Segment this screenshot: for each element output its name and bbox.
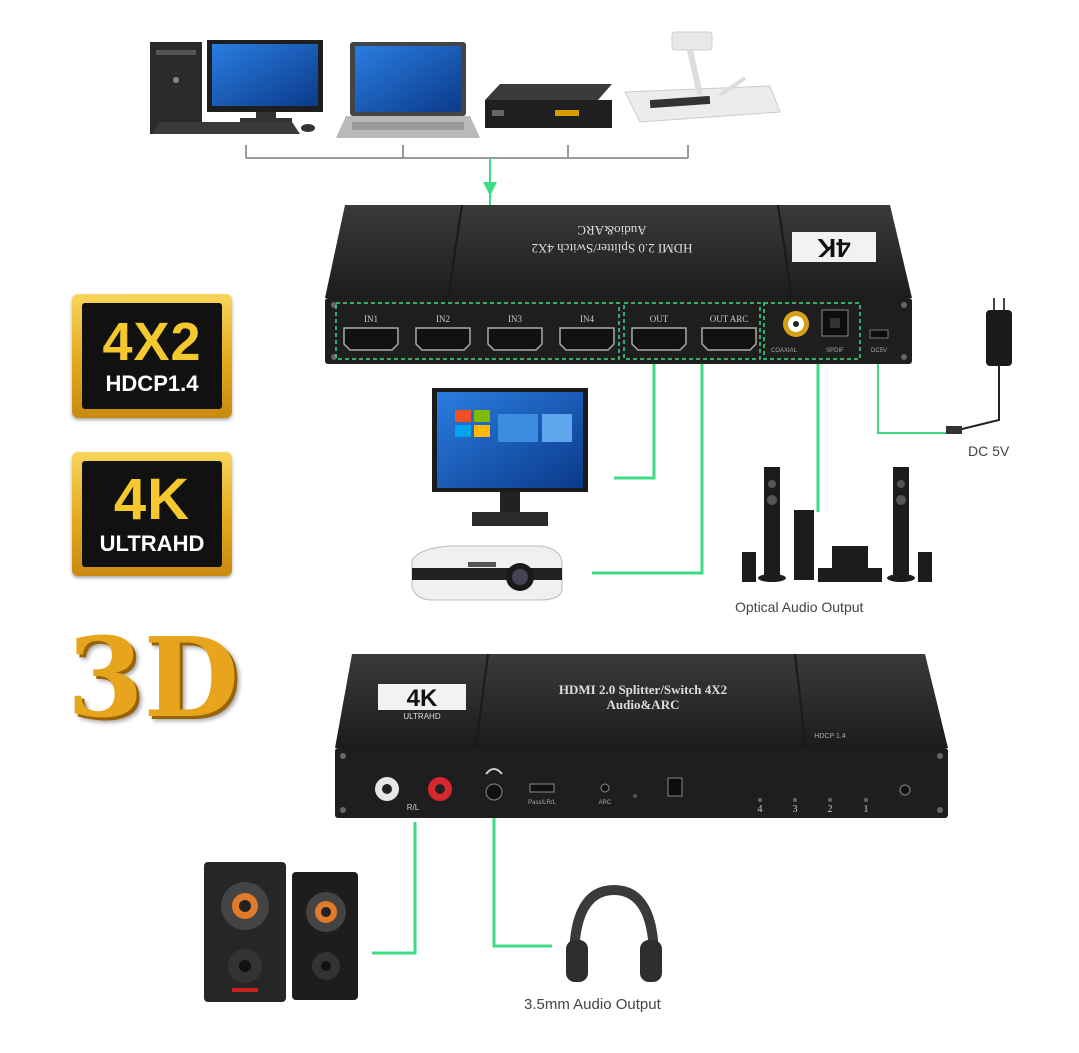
optical-caption: Optical Audio Output: [735, 599, 864, 615]
optical-port-icon: SPDIF: [821, 309, 849, 354]
bottom-logo-text: 4K: [407, 685, 438, 712]
top-logo-text: 4K: [817, 233, 850, 263]
port-label-in3: IN3: [508, 314, 522, 324]
desktop-speakers-icon: [204, 862, 358, 1002]
badge-4k-sub: ULTRAHD: [99, 531, 205, 556]
led-4: 4: [758, 804, 763, 815]
bottom-logo-sub: ULTRAHD: [403, 712, 440, 721]
badge-4x2-hdcp: 4X2 HDCP1.4: [72, 294, 232, 418]
connection-lines: [372, 364, 946, 955]
badge-4x2-main: 4X2: [102, 312, 202, 372]
badge-3d: 3D: [67, 608, 239, 748]
set-top-box-icon: [485, 84, 612, 128]
power-adapter-icon: [946, 298, 1012, 434]
badge-4k-main: 4K: [113, 467, 191, 532]
led-3: 3: [793, 804, 798, 815]
badge-4k-ultrahd: 4K ULTRAHD: [72, 452, 232, 576]
surround-speaker-system-icon: [742, 467, 932, 582]
desktop-pc-icon: [150, 40, 323, 134]
pass-label: Pass/LR/L: [528, 800, 556, 806]
headphone-jack-icon: [485, 768, 503, 801]
coaxial-label: COAXIAL: [771, 348, 798, 354]
optical-label: SPDIF: [826, 348, 844, 354]
arc-label: ARC: [599, 800, 612, 806]
port-label-out-arc: OUT ARC: [710, 314, 749, 324]
dc-port-label: DC5V: [871, 348, 887, 354]
badge-4x2-inner: 4X2 HDCP1.4: [82, 303, 222, 409]
badge-4k-inner: 4K ULTRAHD: [82, 461, 222, 567]
bottom-hdcp: HDCP 1.4: [814, 733, 845, 740]
dc-caption: DC 5V: [968, 443, 1010, 459]
rl-label: R/L: [407, 803, 420, 812]
badge-4x2-sub: HDCP1.4: [105, 371, 199, 396]
source-bracket: [245, 145, 689, 159]
port-label-in4: IN4: [580, 314, 594, 324]
led-1: 1: [864, 804, 869, 815]
rca-red-port-icon: [428, 777, 452, 801]
laptop-icon: [336, 42, 480, 138]
top-title-1: HDMI 2.0 Splitter/Switch 4X2: [531, 241, 692, 256]
dc-port-icon: DC5V: [869, 329, 889, 354]
badge-3d-text: 3D: [67, 613, 239, 742]
port-label-in1: IN1: [364, 314, 378, 324]
projector-icon: [411, 545, 563, 601]
led-2: 2: [828, 804, 833, 815]
top-title-2: Audio&ARC: [577, 223, 646, 238]
hdmi-out-ports: OUT OUT ARC: [631, 314, 757, 351]
port-label-in2: IN2: [436, 314, 450, 324]
headphone-caption: 3.5mm Audio Output: [524, 996, 661, 1013]
port-label-out: OUT: [650, 314, 669, 324]
switcher-top-view: 4K HDMI 2.0 Splitter/Switch 4X2 Audio&AR…: [325, 204, 912, 364]
bottom-title-2: Audio&ARC: [607, 697, 680, 712]
rca-white-port-icon: [375, 777, 399, 801]
switcher-bottom-view: 4K ULTRAHD HDMI 2.0 Splitter/Switch 4X2 …: [335, 653, 948, 818]
coaxial-port-icon: COAXIAL: [771, 311, 809, 354]
bottom-title-1: HDMI 2.0 Splitter/Switch 4X2: [559, 682, 727, 697]
headphones-icon: [566, 884, 662, 982]
hdmi-in-ports: IN1 IN2 IN3 IN4: [343, 314, 615, 351]
document-camera-icon: [624, 31, 781, 123]
monitor-icon: [432, 388, 588, 526]
